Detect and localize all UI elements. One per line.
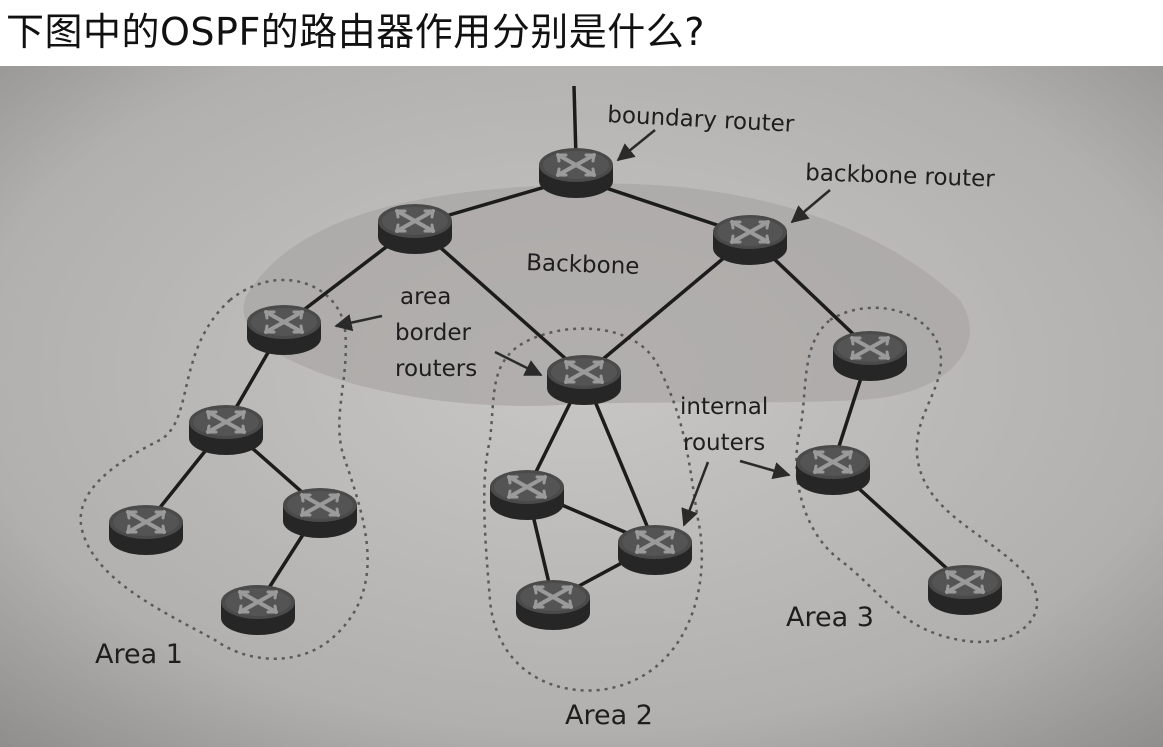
question-header: 下图中的OSPF的路由器作用分别是什么?	[0, 0, 1163, 66]
label-area3: Area 3	[786, 602, 874, 633]
label-area-border-routers-line1: area	[400, 284, 451, 310]
label-area2: Area 2	[565, 700, 653, 731]
annotation-arrows	[334, 129, 831, 527]
router-area2-internal-icon	[616, 523, 694, 577]
router-backbone-right-icon	[711, 213, 789, 267]
ospf-diagram: boundary router backbone router Backbone…	[0, 66, 1163, 747]
router-area1-internal-icon	[107, 503, 185, 557]
router-boundary-icon	[537, 146, 615, 200]
ospf-diagram-photo: boundary router backbone router Backbone…	[0, 66, 1163, 747]
area1-outline	[79, 278, 369, 660]
router-area2-internal-icon	[514, 578, 592, 632]
router-area1-border-icon	[245, 303, 323, 357]
label-area-border-routers-line2: border	[395, 320, 471, 346]
router-backbone-left-icon	[376, 202, 454, 256]
label-area1: Area 1	[95, 639, 183, 670]
router-area2-border-icon	[545, 353, 623, 407]
router-area2-internal-icon	[488, 468, 566, 522]
router-area3-internal-icon	[794, 443, 872, 497]
router-area1-internal-icon	[219, 583, 297, 637]
router-area3-border-icon	[831, 329, 909, 383]
area3-outline	[795, 306, 1039, 644]
router-area3-internal-icon	[926, 563, 1004, 617]
label-internal-routers-line2: routers	[683, 430, 765, 456]
label-backbone: Backbone	[526, 250, 640, 280]
router-area1-internal-icon	[281, 486, 359, 540]
question-title: 下图中的OSPF的路由器作用分别是什么?	[6, 10, 705, 54]
label-internal-routers-line1: internal	[680, 394, 768, 420]
area2-outline	[483, 327, 704, 692]
label-area-border-routers-line3: routers	[395, 356, 477, 382]
router-area1-internal-icon	[187, 403, 265, 457]
